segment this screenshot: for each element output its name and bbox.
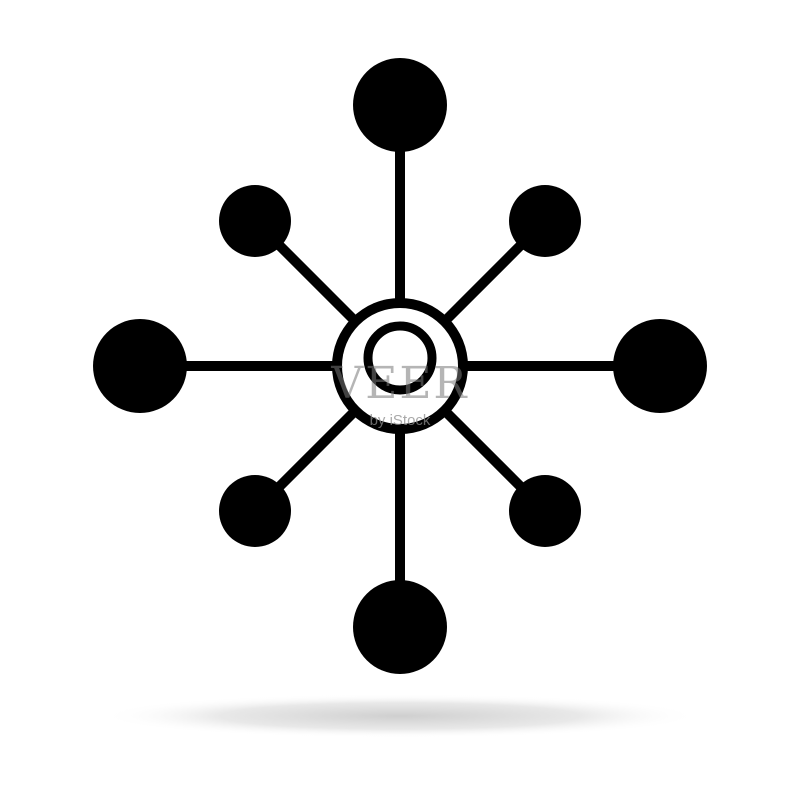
node-bottom: [353, 580, 447, 674]
node-bottom-left: [219, 475, 291, 547]
node-top: [353, 58, 447, 152]
node-top-left: [219, 185, 291, 257]
node-left: [93, 319, 187, 413]
node-bottom-right: [509, 475, 581, 547]
node-right: [613, 319, 707, 413]
hub-inner-ring: [363, 321, 437, 395]
node-top-right: [509, 185, 581, 257]
ground-shadow: [100, 694, 700, 738]
